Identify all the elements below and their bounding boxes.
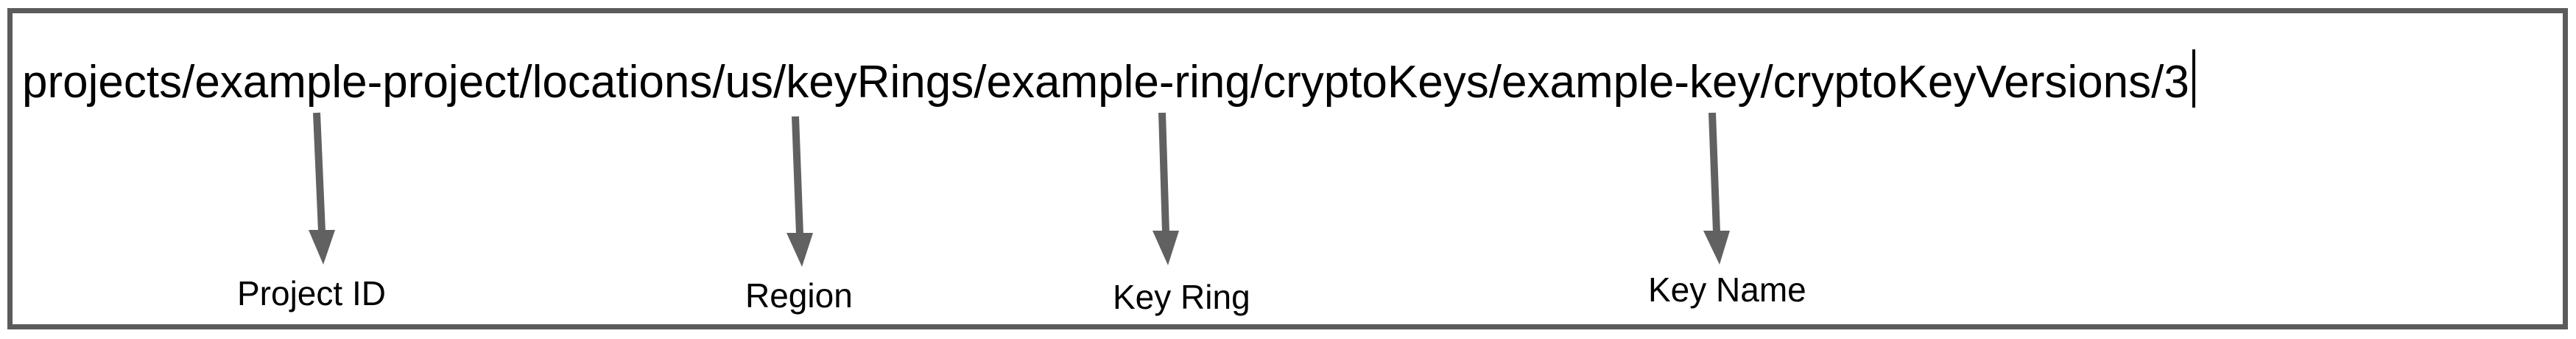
resource-path-text[interactable]: projects/example-project/locations/us/ke… bbox=[22, 49, 2195, 108]
label-project-id: Project ID bbox=[237, 274, 386, 312]
text-cursor bbox=[2192, 49, 2195, 108]
label-key-name: Key Name bbox=[1648, 270, 1806, 309]
label-region: Region bbox=[745, 276, 853, 315]
label-key-ring: Key Ring bbox=[1113, 278, 1250, 316]
resource-path-value: projects/example-project/locations/us/ke… bbox=[22, 57, 2189, 108]
resource-path-box bbox=[7, 8, 2568, 329]
